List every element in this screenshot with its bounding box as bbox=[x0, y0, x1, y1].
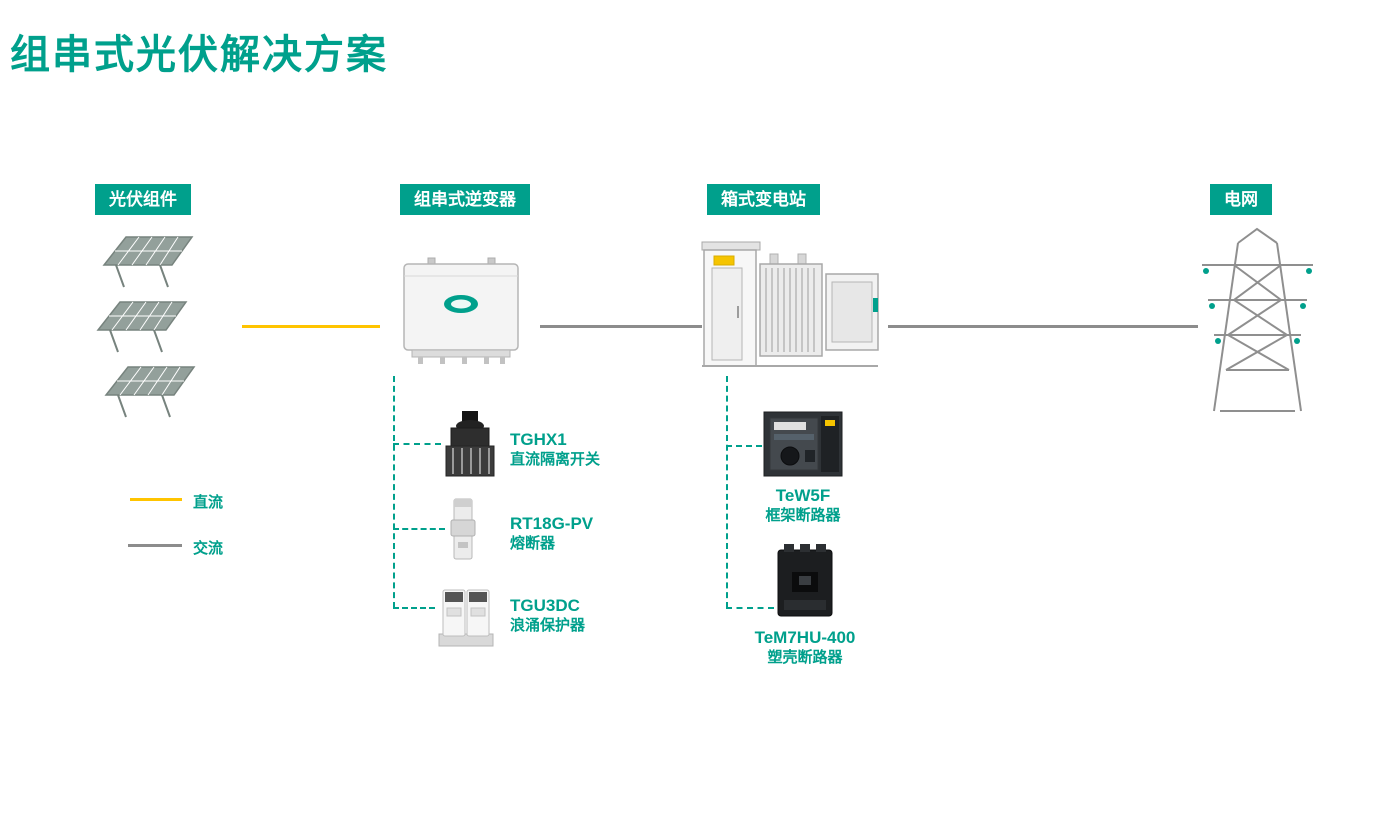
substation-branch-stub-2 bbox=[726, 607, 774, 609]
dc-flow-line bbox=[242, 325, 380, 328]
page-title: 组串式光伏解决方案 bbox=[10, 33, 388, 77]
component-label-tew5f: TeW5F 框架断路器 bbox=[748, 486, 858, 526]
ac-flow-line-1 bbox=[540, 325, 702, 328]
component-label-rt18g-pv: RT18G-PV 熔断器 bbox=[510, 514, 593, 554]
component-name: 浪涌保护器 bbox=[510, 617, 586, 634]
legend-dc-line bbox=[130, 498, 182, 501]
inverter-branch-stub-3 bbox=[393, 607, 435, 609]
molded-case-breaker-image bbox=[777, 544, 833, 617]
section-label-string-inverter: 组串式逆变器 bbox=[400, 184, 530, 215]
legend-ac-label: 交流 bbox=[193, 540, 224, 557]
component-model: TeW5F bbox=[775, 486, 831, 505]
component-model: TGHX1 bbox=[510, 430, 567, 449]
air-circuit-breaker-image bbox=[763, 411, 843, 477]
section-label-grid: 电网 bbox=[1210, 184, 1272, 215]
transmission-tower-icon bbox=[1202, 227, 1313, 412]
solar-panel-icon bbox=[96, 301, 188, 353]
inverter-illustration bbox=[403, 257, 519, 364]
component-name: 熔断器 bbox=[510, 535, 556, 552]
solar-panel-icon bbox=[102, 236, 194, 288]
substation-branch-line bbox=[726, 376, 728, 608]
component-label-tem7hu-400: TeM7HU-400 塑壳断路器 bbox=[742, 628, 868, 668]
legend-ac-line bbox=[128, 544, 182, 547]
inverter-branch-stub-1 bbox=[393, 443, 441, 445]
component-name: 直流隔离开关 bbox=[510, 451, 601, 468]
component-model: TeM7HU-400 bbox=[754, 628, 856, 647]
surge-protector-image bbox=[438, 589, 494, 647]
legend-dc-label: 直流 bbox=[193, 494, 224, 511]
solar-panel-icon bbox=[104, 366, 196, 418]
fuse-image bbox=[450, 498, 476, 560]
inverter-branch-stub-2 bbox=[393, 528, 445, 530]
section-label-pv-modules: 光伏组件 bbox=[95, 184, 191, 215]
substation-illustration bbox=[701, 241, 879, 367]
component-label-tgu3dc: TGU3DC 浪涌保护器 bbox=[510, 596, 585, 636]
component-model: RT18G-PV bbox=[510, 514, 594, 533]
dc-isolator-switch-image bbox=[445, 411, 495, 477]
ac-flow-line-2 bbox=[888, 325, 1198, 328]
section-label-box-substation: 箱式变电站 bbox=[707, 184, 820, 215]
component-name: 框架断路器 bbox=[765, 507, 841, 524]
component-label-tghx1: TGHX1 直流隔离开关 bbox=[510, 430, 600, 470]
component-name: 塑壳断路器 bbox=[767, 649, 843, 666]
substation-branch-stub-1 bbox=[726, 445, 762, 447]
inverter-branch-line bbox=[393, 376, 395, 608]
component-model: TGU3DC bbox=[510, 596, 580, 615]
